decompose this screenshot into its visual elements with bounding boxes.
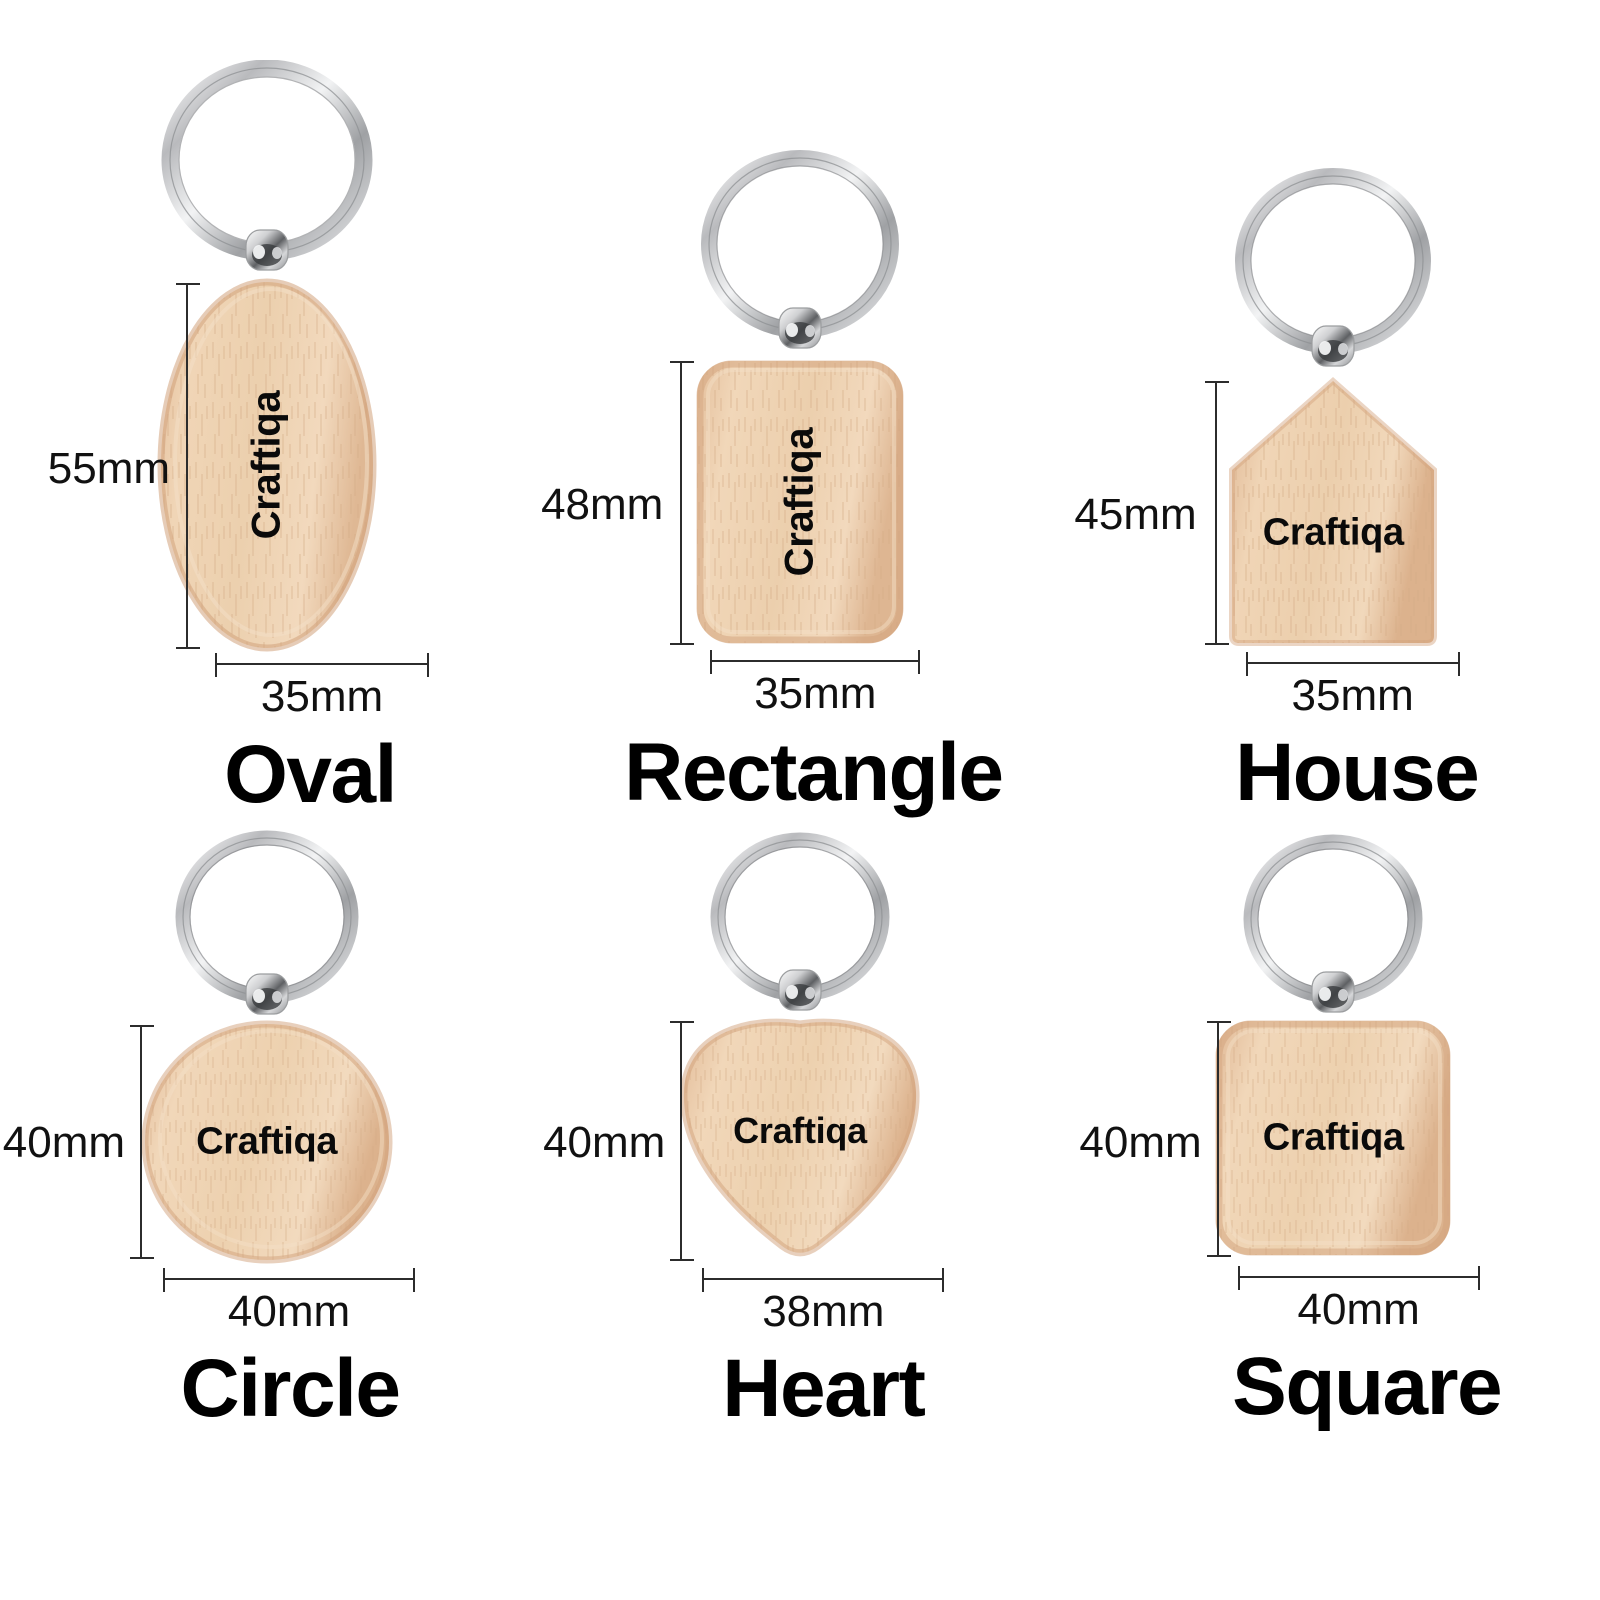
dimension-line-height <box>670 1021 695 1261</box>
dimension-line-width <box>1237 1266 1480 1290</box>
dimension-label-width: 35mm <box>1291 671 1414 720</box>
dimension-label-width: 35mm <box>754 669 877 718</box>
product-cell-circle[interactable]: Craftiqa 40mm 40mm Circle <box>0 800 533 1600</box>
shape-name-oval: Oval <box>224 729 397 820</box>
dimension-line-width <box>702 1268 945 1292</box>
product-cell-rectangle[interactable]: Craftiqa 48mm 35mm Rectangle <box>533 0 1066 818</box>
ring-bead-icon <box>244 972 290 1016</box>
ring-bead-icon <box>244 228 290 272</box>
dimension-label-height: 40mm <box>543 1118 666 1167</box>
dimension-line-width <box>710 650 921 674</box>
dimension-line-height <box>1204 381 1229 645</box>
product-cell-oval[interactable]: Craftiqa 55mm 35mm Oval <box>0 0 533 820</box>
wooden-tag-rectangle[interactable]: Craftiqa <box>694 358 906 646</box>
wooden-tag-heart[interactable]: Craftiqa <box>678 1018 922 1264</box>
dimension-label-height: 48mm <box>541 480 664 529</box>
shape-name-rectangle: Rectangle <box>624 727 1004 818</box>
dimension-label-width: 35mm <box>260 672 384 721</box>
product-cell-square[interactable]: Craftiqa 40mm 40mm Square <box>1067 800 1600 1600</box>
dimension-line-height <box>130 1025 154 1259</box>
dimension-label-height: 55mm <box>47 444 170 493</box>
dimension-label-height: 45mm <box>1074 490 1197 539</box>
ring-bead-icon <box>777 968 823 1012</box>
shape-name-house: House <box>1235 727 1480 818</box>
dimension-line-height <box>176 283 200 649</box>
dimension-line-width <box>163 1268 415 1292</box>
ring-bead-icon <box>1310 970 1356 1014</box>
product-cell-heart[interactable]: Craftiqa 40mm 38mm Heart <box>533 800 1066 1600</box>
dimension-label-width: 40mm <box>1297 1285 1420 1334</box>
wooden-tag-circle[interactable]: Craftiqa <box>141 1020 393 1264</box>
dimension-line-width <box>215 653 429 677</box>
dimension-line-height <box>670 361 695 645</box>
shape-name-square: Square <box>1232 1341 1503 1432</box>
wooden-tag-square[interactable]: Craftiqa <box>1213 1018 1453 1258</box>
shape-name-circle: Circle <box>180 1343 401 1434</box>
wooden-tag-oval[interactable]: Craftiqa <box>157 278 377 652</box>
dimension-line-height <box>1206 1021 1231 1257</box>
dimension-label-height: 40mm <box>2 1118 125 1167</box>
dimension-line-width <box>1245 652 1460 676</box>
ring-bead-icon <box>777 306 823 350</box>
ring-bead-icon <box>1310 324 1356 368</box>
wooden-tag-house[interactable]: Craftiqa <box>1226 377 1440 646</box>
dimension-label-width: 40mm <box>227 1287 351 1336</box>
product-cell-house[interactable]: Craftiqa 45mm 35mm House <box>1067 0 1600 818</box>
shape-name-heart: Heart <box>722 1343 926 1434</box>
dimension-label-width: 38mm <box>762 1287 885 1336</box>
dimension-label-height: 40mm <box>1079 1118 1202 1167</box>
